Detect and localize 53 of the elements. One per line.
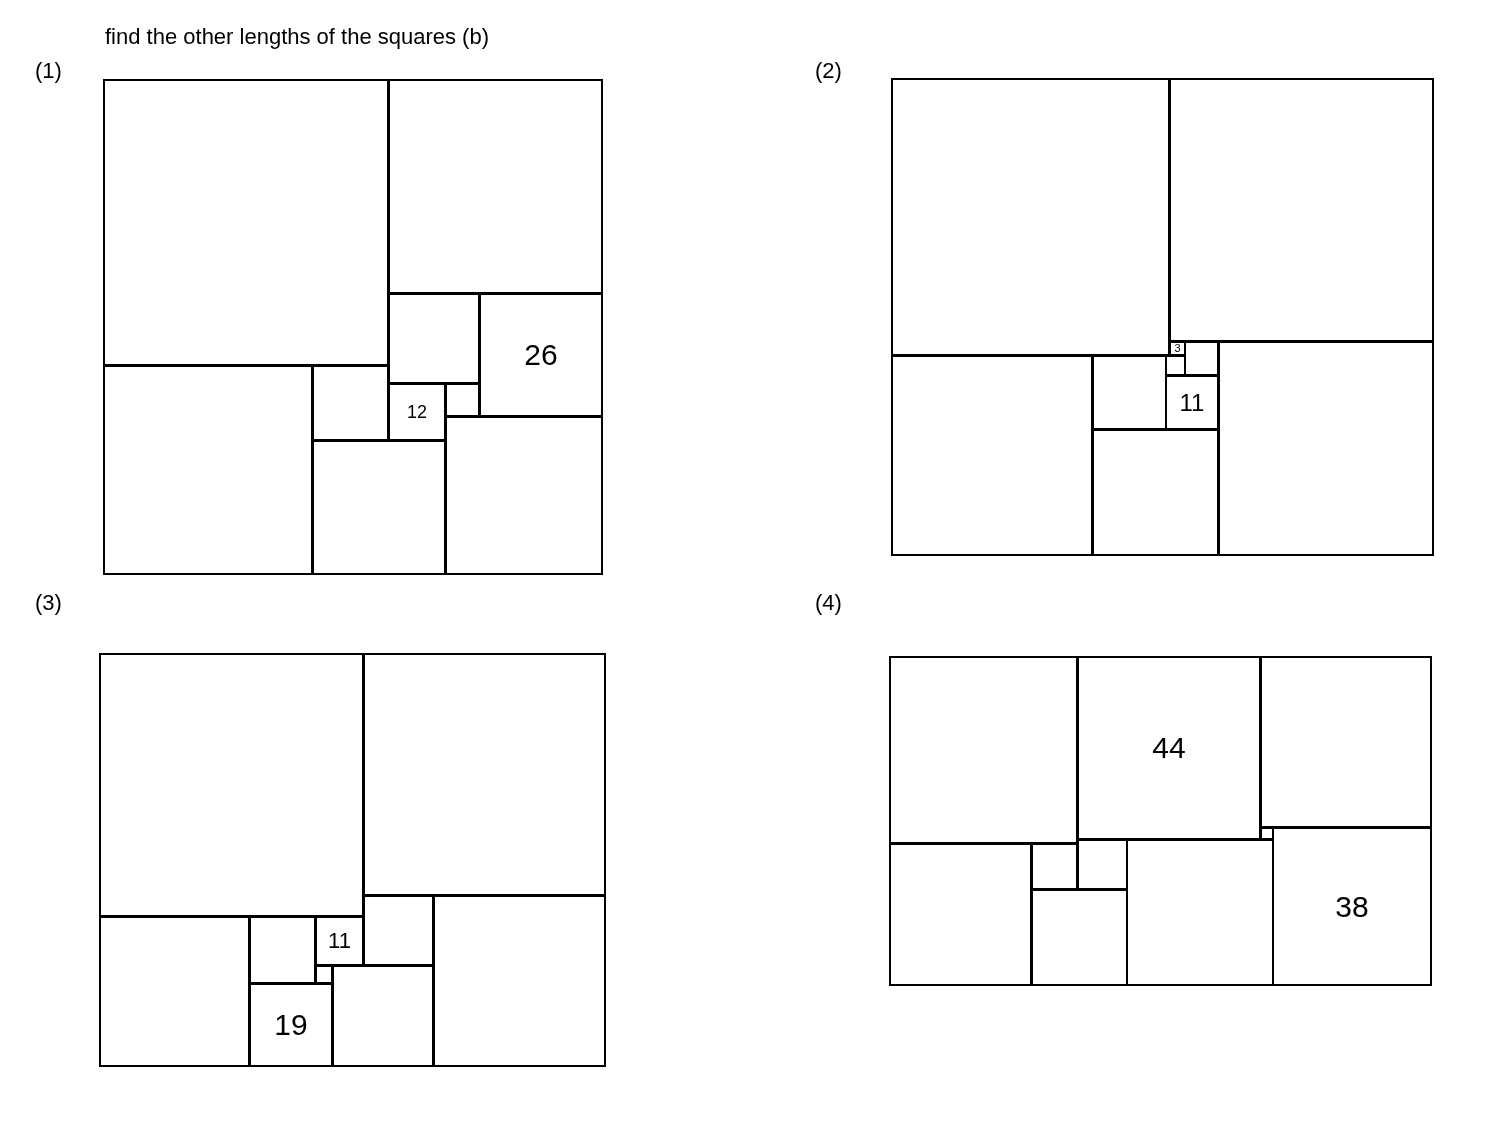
side-length: 19 bbox=[274, 1010, 308, 1040]
panel-number: (1) bbox=[35, 60, 62, 82]
square bbox=[889, 656, 1078, 844]
square bbox=[103, 365, 313, 575]
square bbox=[103, 79, 389, 366]
square bbox=[312, 440, 446, 575]
square bbox=[1169, 78, 1434, 342]
square bbox=[315, 965, 333, 984]
numbered-square bbox=[1077, 656, 1261, 840]
numbered-square bbox=[1169, 341, 1186, 356]
square bbox=[891, 78, 1170, 356]
instruction-text: find the other lengths of the squares (b) bbox=[105, 26, 489, 48]
square bbox=[1165, 355, 1186, 376]
square bbox=[445, 383, 480, 417]
side-length: 38 bbox=[1335, 891, 1369, 922]
side-length: 11 bbox=[328, 930, 351, 952]
numbered-square bbox=[388, 383, 446, 441]
square bbox=[1077, 839, 1128, 890]
square bbox=[99, 916, 250, 1067]
square bbox=[889, 843, 1032, 986]
panel-number: (3) bbox=[35, 592, 62, 614]
square bbox=[249, 916, 316, 984]
numbered-square bbox=[1165, 375, 1219, 430]
square bbox=[1126, 839, 1274, 986]
side-length: 26 bbox=[524, 340, 558, 370]
numbered-square bbox=[249, 983, 333, 1067]
square bbox=[1218, 341, 1434, 556]
numbered-square bbox=[1272, 827, 1432, 986]
square bbox=[891, 355, 1093, 556]
square bbox=[1260, 827, 1274, 840]
side-length: 11 bbox=[1179, 390, 1205, 415]
square bbox=[1260, 656, 1432, 828]
side-length: 12 bbox=[407, 403, 427, 421]
square bbox=[1184, 341, 1219, 376]
square bbox=[363, 653, 606, 896]
side-length: 44 bbox=[1152, 733, 1186, 763]
square bbox=[312, 365, 389, 441]
square bbox=[332, 965, 434, 1067]
square bbox=[388, 79, 603, 294]
square bbox=[1031, 843, 1078, 890]
square bbox=[445, 416, 603, 575]
panel-number: (2) bbox=[815, 60, 842, 82]
square bbox=[363, 895, 434, 966]
panel-number: (4) bbox=[815, 592, 842, 614]
square bbox=[99, 653, 364, 917]
square bbox=[433, 895, 606, 1067]
square bbox=[1092, 355, 1167, 430]
side-length: 3 bbox=[1174, 343, 1181, 354]
numbered-square bbox=[479, 293, 603, 417]
square bbox=[1031, 889, 1128, 986]
square bbox=[388, 293, 480, 384]
square bbox=[1092, 429, 1219, 556]
numbered-square bbox=[315, 916, 364, 966]
